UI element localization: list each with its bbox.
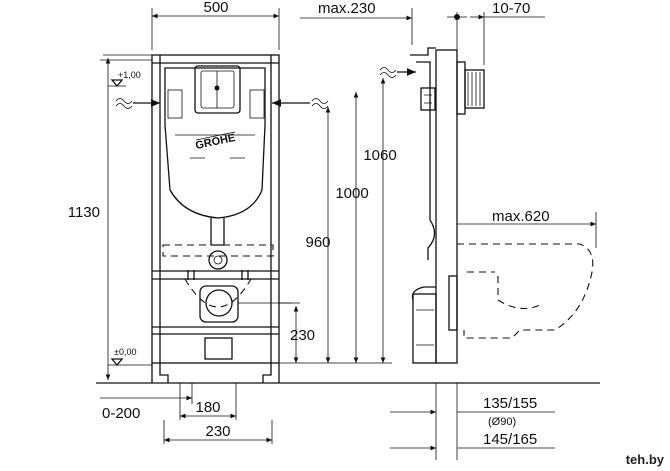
water-inlet-right (272, 98, 329, 109)
svg-text:+1,00: +1,00 (118, 70, 141, 80)
level-zero: ±0,00 (108, 347, 152, 367)
svg-text:500: 500 (203, 0, 228, 16)
dim-max-620: max.620 (457, 208, 597, 248)
dim-180: 180 (179, 383, 237, 420)
water-inlet-side (379, 67, 416, 78)
svg-text:230: 230 (205, 423, 230, 440)
svg-text:(Ø90): (Ø90) (488, 416, 516, 428)
bowl-outline-curve (184, 278, 252, 308)
frame-side-view (410, 47, 485, 364)
svg-text:10-70: 10-70 (492, 0, 530, 17)
mounting-bolts (187, 270, 249, 280)
cistern (164, 65, 266, 270)
dim-width-500: 500 (151, 0, 280, 50)
dim-10-70: 10-70 (447, 0, 545, 65)
dim-height-1060: 1060 (363, 78, 397, 363)
dim-max-230: max.230 (300, 0, 413, 45)
frame-front-view (151, 54, 280, 383)
dim-230-bottom: 230 (163, 420, 273, 444)
watermark: teh.by (625, 452, 664, 467)
svg-text:±0,00: ±0,00 (114, 347, 136, 357)
dim-145-165: 145/165 (390, 431, 555, 451)
watermark-text: teh.by (625, 452, 664, 467)
drain-pipe-front (199, 285, 292, 360)
svg-text:1130: 1130 (68, 204, 100, 221)
dim-height-960: 960 (305, 107, 331, 363)
dim-135-155: 135/155 (Ø90) (390, 383, 555, 460)
svg-text:180: 180 (195, 399, 220, 416)
svg-text:960: 960 (305, 234, 330, 251)
svg-text:max.230: max.230 (318, 0, 376, 17)
svg-text:230: 230 (290, 327, 315, 344)
svg-text:1000: 1000 (335, 185, 368, 202)
dim-0-200: 0-200 (100, 383, 193, 422)
svg-text:145/165: 145/165 (483, 431, 537, 448)
dim-height-1130: 1130 (68, 54, 152, 380)
svg-text:1060: 1060 (363, 147, 396, 164)
svg-text:0-200: 0-200 (102, 405, 140, 422)
svg-text:max.620: max.620 (492, 208, 550, 225)
dim-height-1000: 1000 (335, 92, 369, 363)
svg-text:135/155: 135/155 (483, 395, 537, 412)
bowl-outline-front (162, 244, 274, 257)
toilet-bowl-side (457, 243, 594, 339)
water-inlet-left (115, 98, 160, 109)
dim-height-230: 230 (279, 302, 315, 363)
